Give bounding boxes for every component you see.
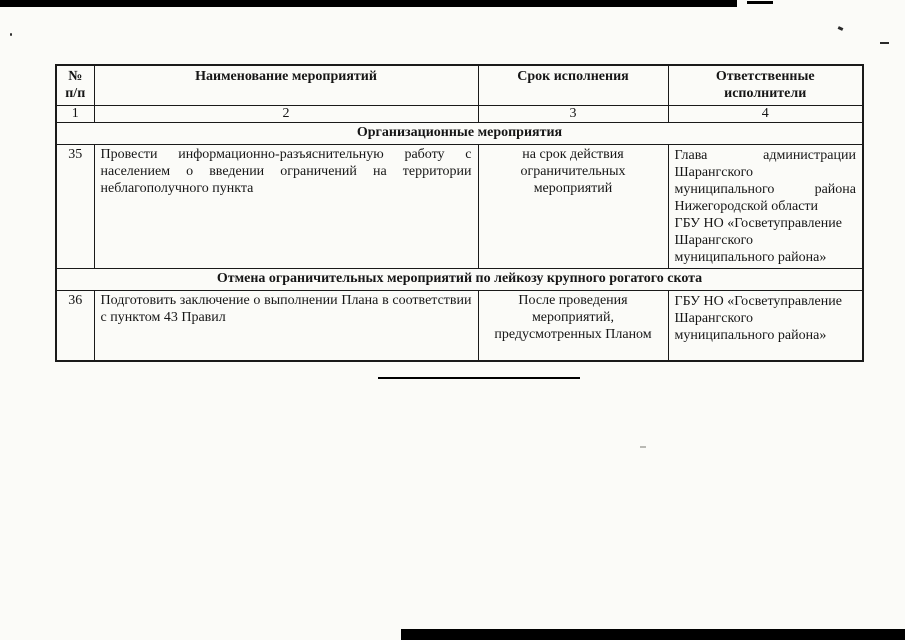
column-header-number: № п/п: [55, 64, 95, 106]
row-35-measure-cell: Провести информационно-разъяснительную р…: [93, 144, 479, 270]
scan-artifact-top-fragment: [747, 1, 773, 4]
table-header-row: № п/п Наименование мероприятий Срок испо…: [55, 64, 864, 106]
responsible-line: ГБУ НО «Госветуправление: [674, 216, 842, 232]
column-header-term: Срок исполнения: [477, 64, 669, 106]
responsible-line: муниципального района»: [674, 327, 827, 343]
column-number-row: 1 2 3 4: [55, 104, 864, 124]
column-number-2: 2: [93, 104, 479, 124]
section-title-cancellation: Отмена ограничительных мероприятий по ле…: [55, 268, 864, 291]
row-35-responsible-cell: Глава администрации Шарангского муниципа…: [667, 144, 864, 270]
responsible-line: Шарангского: [674, 233, 753, 249]
section-row-organizational: Организационные мероприятия: [55, 122, 864, 146]
scan-artifact-top-bar: [0, 0, 737, 7]
responsible-line: муниципального района»: [674, 250, 827, 266]
end-of-document-line: [378, 377, 580, 379]
section-row-cancellation: Отмена ограничительных мероприятий по ле…: [55, 268, 864, 291]
scan-speck: [880, 42, 889, 44]
row-36-number-cell: 36: [55, 289, 95, 362]
responsible-line: муниципального района: [674, 182, 857, 198]
column-number-4: 4: [667, 104, 864, 124]
scan-speck: [10, 33, 12, 36]
row-36-measure-cell: Подготовить заключение о выполнении План…: [93, 289, 479, 362]
table-row-36: 36 Подготовить заключение о выполнении П…: [55, 289, 864, 362]
section-title-organizational: Организационные мероприятия: [55, 122, 864, 146]
scan-artifact-bottom-bar: [401, 629, 905, 640]
row-35-term-cell: на срок действия ограничительных меропри…: [477, 144, 669, 270]
row-36-term-cell: После проведения мероприятий, предусмотр…: [477, 289, 669, 362]
responsible-line: Шарангского: [674, 165, 753, 181]
responsible-line: Шарангского: [674, 310, 753, 326]
column-header-responsible: Ответственные исполнители: [667, 64, 864, 106]
table-row-35: 35 Провести информационно-разъяснительну…: [55, 144, 864, 270]
scan-speck: [837, 26, 844, 31]
responsible-line: Нижегородской области: [674, 199, 819, 215]
responsible-line: Глава администрации: [674, 148, 857, 164]
responsible-line: ГБУ НО «Госветуправление: [674, 293, 842, 309]
plan-measures-table: № п/п Наименование мероприятий Срок испо…: [55, 64, 864, 363]
scan-speck: [640, 446, 646, 448]
row-36-responsible-cell: ГБУ НО «Госветуправление Шарангского мун…: [667, 289, 864, 362]
column-number-3: 3: [477, 104, 669, 124]
column-number-1: 1: [55, 104, 95, 124]
row-35-number-cell: 35: [55, 144, 95, 270]
column-header-name: Наименование мероприятий: [93, 64, 479, 106]
